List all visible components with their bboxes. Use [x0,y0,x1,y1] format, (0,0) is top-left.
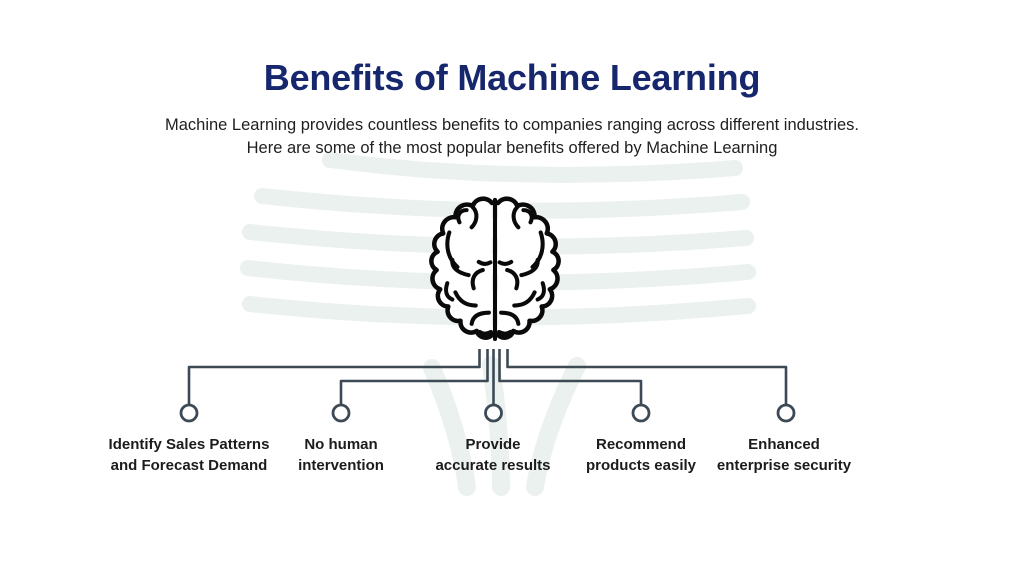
connector-branch-2 [339,349,489,405]
benefit-label-sales-patterns: Identify Sales Patterns and Forecast Dem… [74,434,304,476]
subtitle: Machine Learning provides countless bene… [0,114,1024,160]
connector-branch-5 [506,349,788,405]
subtitle-line-2: Here are some of the most popular benefi… [246,139,778,157]
benefit-label-line: Enhanced [748,436,820,453]
brain-icon [429,191,561,342]
benefit-label-line: Recommend [595,436,687,453]
page-title: Benefits of Machine Learning [263,57,761,98]
benefit-label-no-human-intervention: No human intervention [226,434,456,476]
benefit-label-enterprise-security: Enhanced enterprise security [669,434,899,476]
benefit-label-line: products easily [585,457,697,474]
benefit-label-line: Provide [465,436,521,453]
benefit-label-line: and Forecast Demand [110,457,268,474]
node-circle [331,403,351,423]
node-circle [631,403,651,423]
subtitle-line-1: Machine Learning provides countless bene… [164,116,859,134]
benefit-label-line: enterprise security [716,457,852,474]
benefit-label-line: accurate results [435,457,551,474]
node-circle [776,403,796,423]
node-circle [179,403,199,423]
node-circle [484,403,503,423]
benefit-label-line: No human [304,436,378,453]
benefit-label-recommend-products: Recommend products easily [526,434,756,476]
connector-branch-1 [187,349,481,405]
benefit-label-line: Identify Sales Patterns [108,436,270,453]
benefit-label-line: intervention [298,457,384,474]
connector-branch-4 [498,349,643,405]
benefit-label-accurate-results: Provide accurate results [378,434,608,476]
